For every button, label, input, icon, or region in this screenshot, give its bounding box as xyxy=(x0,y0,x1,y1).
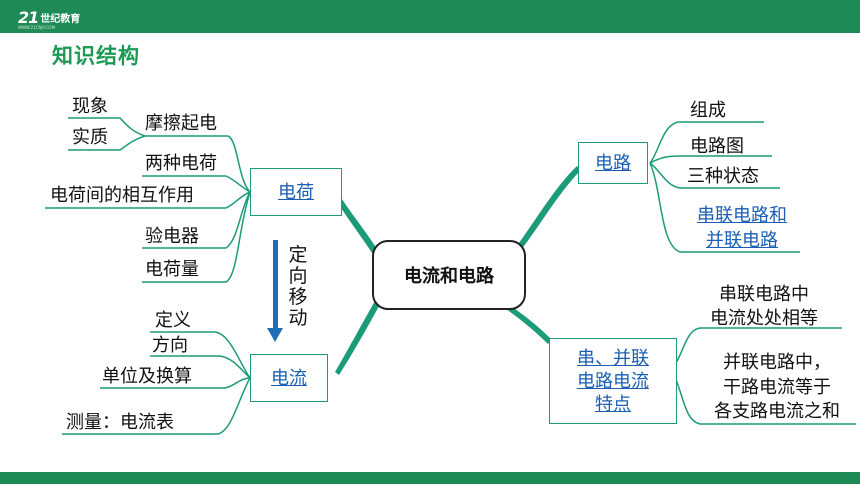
page-title: 知识结构 xyxy=(52,44,140,68)
trunk-circuit xyxy=(512,166,581,256)
directed-move-arrow-head xyxy=(267,328,283,342)
logo: 21 世纪教育 WWW.21CNJY.COM xyxy=(18,4,81,31)
connector-direction xyxy=(150,355,251,379)
label-definition: 定义 xyxy=(155,310,191,331)
label-electroscope: 验电器 xyxy=(145,226,199,247)
link-series-circuit[interactable]: 串联电路和 xyxy=(697,205,787,226)
connector-electroscope xyxy=(142,191,251,249)
connector-two-charges xyxy=(142,175,251,193)
connector-components xyxy=(649,121,764,164)
label-charge-interaction: 电荷间的相互作用 xyxy=(50,185,194,206)
node-current[interactable]: 电流 xyxy=(250,354,328,402)
connector-friction xyxy=(145,135,251,193)
label-components: 组成 xyxy=(690,100,726,121)
node-current-features[interactable]: 串、并联 电路电流 特点 xyxy=(549,338,677,424)
trunk-current xyxy=(335,292,385,375)
label-parallel-rule-3: 各支路电流之和 xyxy=(714,401,840,422)
label-measurement-ammeter: 测量：电流表 xyxy=(66,412,174,433)
directed-move-arrow-shaft xyxy=(273,240,278,330)
node-current-label: 电流 xyxy=(271,367,307,389)
connector-measure xyxy=(62,377,251,435)
connector-definition xyxy=(150,331,251,379)
label-direction: 方向 xyxy=(152,335,188,356)
node-circuit[interactable]: 电路 xyxy=(578,142,648,184)
label-parallel-rule-1: 并联电路中， xyxy=(723,352,831,373)
label-friction-electrification: 摩擦起电 xyxy=(145,113,217,134)
label-unit-conversion: 单位及换算 xyxy=(102,366,192,387)
connector-quantity xyxy=(142,191,251,283)
label-phenomenon: 现象 xyxy=(72,96,108,117)
connector-interaction xyxy=(45,191,251,209)
label-parallel-rule-2: 干路电流等于 xyxy=(723,377,831,398)
features-line-3: 特点 xyxy=(595,393,631,415)
label-essence: 实质 xyxy=(72,127,108,148)
features-line-2: 电路电流 xyxy=(577,370,649,392)
logo-text: 世纪教育 xyxy=(40,13,81,25)
label-charge-quantity: 电荷量 xyxy=(145,259,199,280)
label-series-rule-1: 串联电路中 xyxy=(719,284,809,305)
features-line-1: 串、并联 xyxy=(577,347,649,369)
label-series-rule-2: 电流处处相等 xyxy=(710,308,818,329)
link-parallel-circuit[interactable]: 并联电路 xyxy=(706,230,778,251)
node-charge-label: 电荷 xyxy=(278,181,314,203)
connector-states xyxy=(649,162,780,189)
label-directed-move: 定向移动 xyxy=(288,244,308,329)
logo-sub: WWW.21CNJY.COM xyxy=(18,25,56,30)
label-two-kinds-of-charge: 两种电荷 xyxy=(145,153,217,174)
connector-diagram xyxy=(649,155,772,164)
node-charge[interactable]: 电荷 xyxy=(250,168,342,216)
node-circuit-label: 电路 xyxy=(595,152,631,174)
label-circuit-diagram: 电路图 xyxy=(690,136,744,157)
connector-series-parallel xyxy=(649,162,800,253)
center-node-current-and-circuit: 电流和电路 xyxy=(372,240,526,310)
connector-unit xyxy=(100,377,251,389)
logo-mark: 21 xyxy=(18,7,39,27)
header-bar: 21 世纪教育 WWW.21CNJY.COM xyxy=(0,0,860,33)
label-three-states: 三种状态 xyxy=(687,166,759,187)
footer-bar xyxy=(0,472,860,484)
connector-phenomenon xyxy=(68,117,146,137)
connector-essence xyxy=(68,135,146,151)
trunk-features xyxy=(502,302,552,344)
